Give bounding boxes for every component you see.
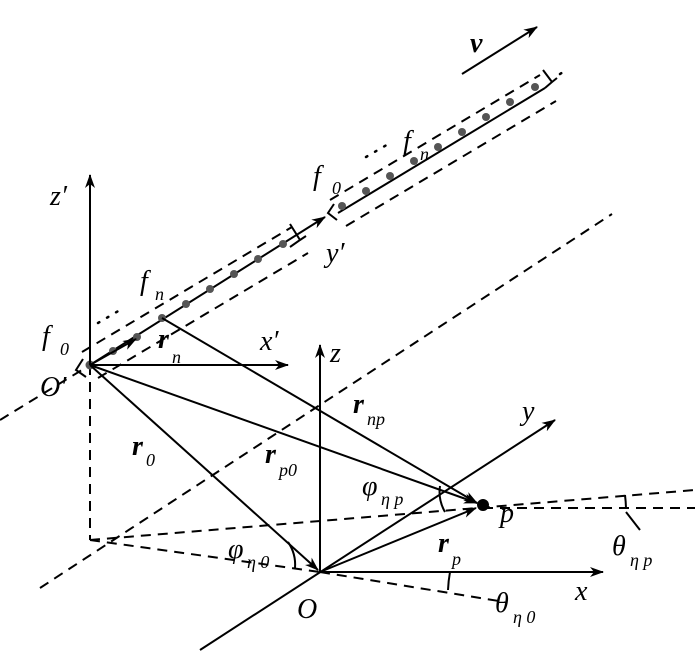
svg-text:φ: φ (228, 534, 244, 565)
svg-text:η p: η p (630, 550, 652, 570)
vector-rp0 (89, 364, 478, 504)
label-p: p (498, 498, 514, 529)
label-v: v (470, 28, 483, 59)
antenna-array-near (74, 216, 326, 379)
target-point-p (477, 499, 489, 511)
label-y-prime: y′ (323, 238, 345, 269)
label-x: x (574, 576, 588, 607)
svg-text:f: f (140, 266, 151, 297)
label-O-prime: O′ (40, 372, 67, 403)
svg-text:θ: θ (495, 588, 509, 619)
svg-text:n: n (172, 347, 181, 367)
label-O: O (297, 594, 317, 625)
vector-rnp (161, 317, 478, 504)
label-z-prime: z′ (49, 181, 68, 212)
vector-rp (319, 507, 477, 573)
track-ground-dashed-line (0, 364, 91, 421)
svg-text:np: np (367, 409, 385, 429)
parallel-dashed-line (39, 213, 613, 589)
vector-rn (89, 338, 137, 366)
svg-text:φ: φ (362, 471, 378, 502)
svg-text:f: f (403, 126, 414, 157)
svg-text:η p: η p (381, 489, 403, 509)
svg-text:r: r (265, 439, 277, 470)
svg-text:r: r (158, 324, 170, 355)
svg-text:f: f (42, 321, 53, 352)
svg-text:r: r (132, 431, 144, 462)
angle-arc-phi-n0 (287, 541, 297, 569)
svg-text:n: n (420, 144, 429, 164)
svg-text:0: 0 (146, 450, 155, 470)
svg-text:0: 0 (60, 339, 69, 359)
angle-arc-phi-np (438, 485, 446, 513)
svg-text:r: r (353, 389, 365, 420)
svg-text:0: 0 (332, 178, 341, 198)
svg-text:r: r (438, 528, 450, 559)
svg-text:p0: p0 (277, 460, 297, 480)
svg-text:p: p (450, 549, 461, 569)
label-z: z (329, 338, 341, 369)
label-y: y (519, 396, 535, 427)
svg-text:θ: θ (612, 531, 626, 562)
label-rn: rn (158, 324, 181, 367)
velocity-arrow (461, 26, 538, 75)
antenna-array-far (326, 68, 568, 227)
ground-to-O-dashed-line (89, 539, 321, 573)
svg-text:n: n (155, 284, 164, 304)
svg-text:η 0: η 0 (247, 552, 269, 572)
label-x-prime: x′ (259, 326, 279, 357)
y-axis (199, 419, 556, 651)
angle-arc-theta-np (624, 494, 641, 531)
svg-text:η 0: η 0 (513, 607, 535, 627)
O-theta-dashed-line (319, 571, 506, 603)
vector-r0 (89, 364, 319, 571)
svg-text:f: f (313, 161, 324, 192)
angle-arc-theta-n0 (447, 571, 451, 591)
